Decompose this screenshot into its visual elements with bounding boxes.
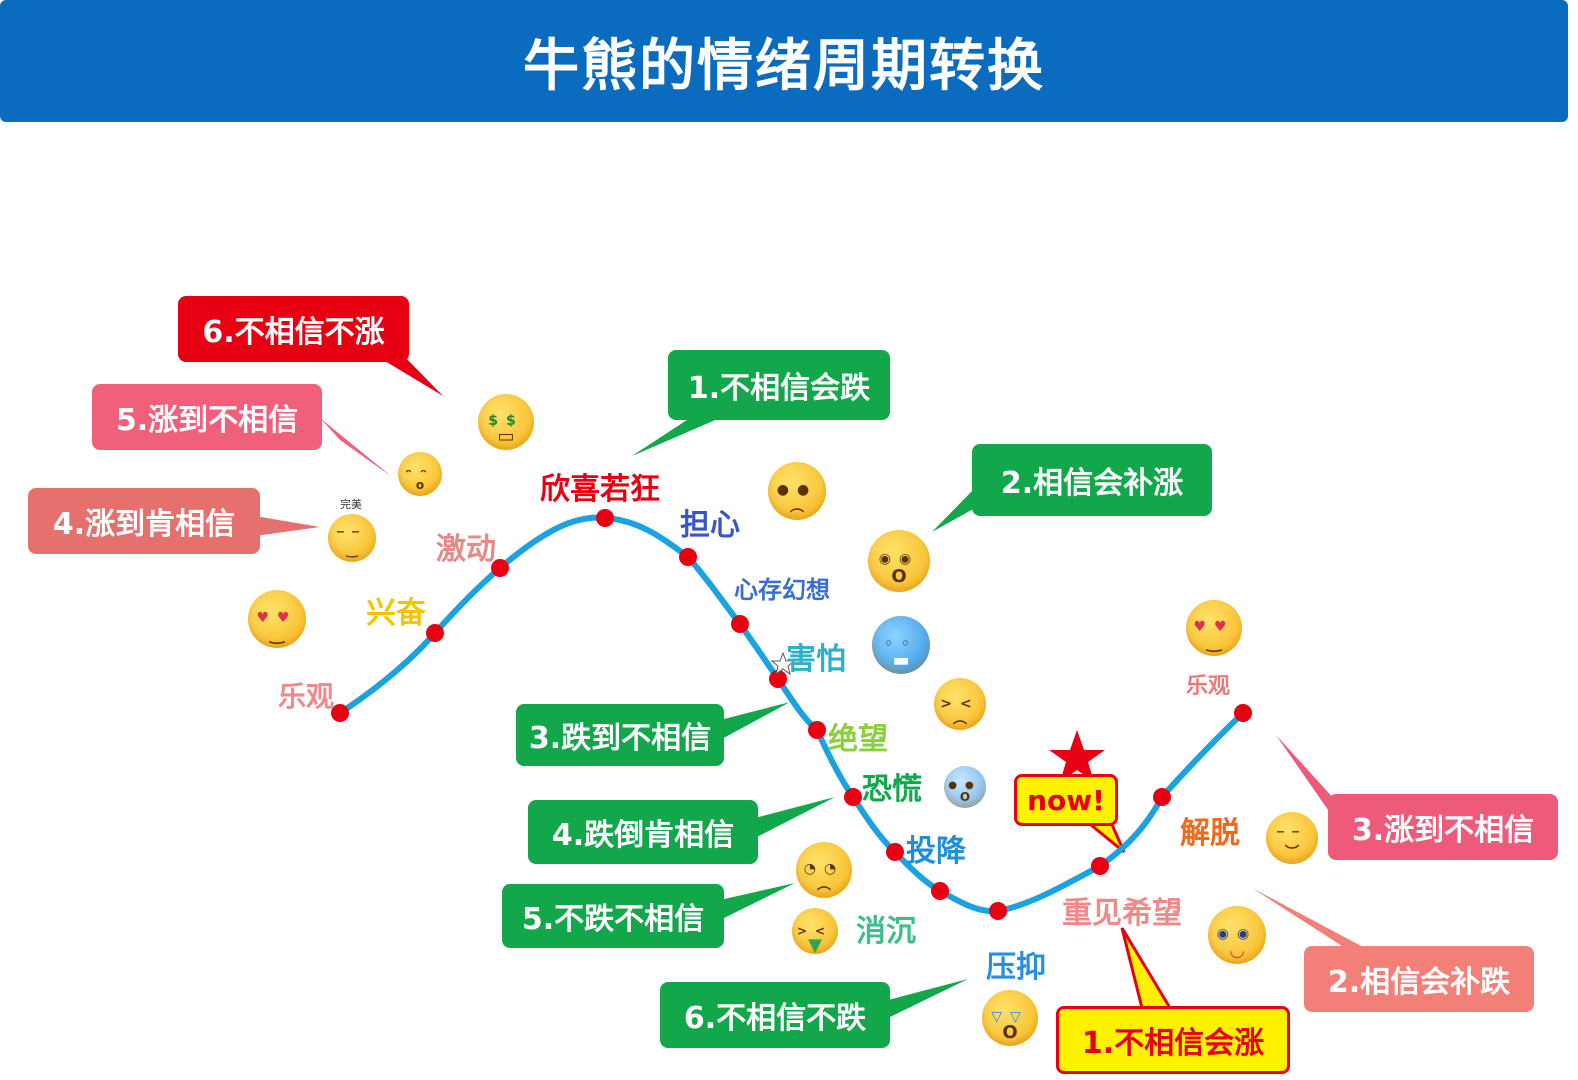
callout-pointer — [720, 702, 790, 740]
callout-bear-3: 3.跌到不相信 — [516, 704, 724, 766]
label-thrill: 激动 — [436, 532, 496, 567]
callout-bull-1: 1.不相信会跌 — [668, 350, 890, 420]
callout-text: 1.不相信会涨 — [1081, 1026, 1265, 1061]
curve-point — [1091, 857, 1109, 875]
callout-pointer — [255, 516, 320, 536]
callout-bull-5: 5.涨到不相信 — [92, 384, 322, 450]
small-star-icon — [770, 651, 796, 676]
callout-pointer — [320, 418, 392, 477]
callout-text: 6.不相信不涨 — [202, 315, 385, 350]
label-capitulation: 投降 — [906, 834, 966, 869]
label-desperation: 绝望 — [828, 722, 888, 757]
callout-text: 5.不跌不相信 — [521, 902, 705, 937]
curve-point — [886, 843, 904, 861]
callout-text: 5.涨到不相信 — [115, 403, 299, 438]
curve-point — [989, 902, 1007, 920]
callout-text: 2.相信会补跌 — [1327, 965, 1511, 1000]
callout-pointer — [888, 979, 968, 1018]
curve-point — [1234, 704, 1252, 722]
now-text: now! — [1027, 783, 1105, 817]
callout-pointer — [632, 418, 720, 456]
callout-right-1: 1.不相信会涨 — [1056, 1006, 1290, 1074]
curve-points — [331, 509, 1252, 920]
love-face-right-icon: ♥♥‿ — [1186, 600, 1242, 656]
crying-face-icon: ▽▽O — [982, 990, 1038, 1046]
curve-point — [331, 704, 349, 722]
callout-text: 4.涨到肯相信 — [52, 507, 236, 542]
callout-text: 3.涨到不相信 — [1351, 813, 1535, 848]
callout-text: 6.不相信不跌 — [683, 1001, 867, 1036]
star-eyes-face-icon: ◉◉◡ — [1208, 906, 1266, 964]
callout-bear-5: 5.不跌不相信 — [502, 884, 724, 948]
callout-pointer — [932, 488, 975, 532]
curve-point — [844, 788, 862, 806]
label-panic: 恐慌 — [862, 772, 922, 807]
curve-point — [731, 615, 749, 633]
callout-pointer — [755, 797, 835, 838]
curve-point — [808, 721, 826, 739]
pleading-face-icon: ●●︵ — [768, 462, 826, 520]
page-title: 牛熊的情绪周期转换 — [523, 33, 1045, 99]
callout-pointer — [370, 352, 443, 396]
curve-point — [596, 509, 614, 527]
callout-bull-6: 6.不相信不涨 — [178, 296, 409, 362]
label-optimism-right: 乐观 — [1186, 674, 1231, 699]
money-face-icon: $$▭ — [478, 394, 534, 450]
callout-text: 4.跌倒肯相信 — [551, 818, 735, 853]
label-optimism-left: 乐观 — [278, 680, 335, 713]
white-flag-face-icon: ◔◔︵ — [796, 842, 852, 898]
callout-bull-2: 2.相信会补涨 — [972, 444, 1212, 516]
red-star-icon — [1049, 730, 1105, 782]
curve-point — [769, 670, 787, 688]
callout-pointer — [1276, 735, 1335, 820]
callout-pointer — [1252, 888, 1365, 948]
callout-pointer — [720, 883, 795, 920]
title-bar: 牛熊的情绪周期转换 — [0, 0, 1568, 122]
label-denial: 心存幻想 — [734, 576, 830, 604]
callout-pointer — [1120, 927, 1173, 1010]
now-callout: now! — [1014, 774, 1118, 826]
label-anxiety: 担心 — [680, 508, 740, 543]
callout-right-3: 3.涨到不相信 — [1328, 794, 1558, 860]
callout-text: 3.跌到不相信 — [528, 721, 712, 756]
label-hope: 重见希望 — [1062, 896, 1182, 931]
pray-face-icon: ‾‾︶ — [1266, 812, 1318, 864]
curve-point — [426, 624, 444, 642]
weary-face-icon: ><︵ — [934, 678, 986, 730]
curve-point — [679, 548, 697, 566]
label-relief: 解脱 — [1180, 816, 1240, 851]
perfect-caption: 完美 — [340, 498, 362, 511]
smug-face-icon: ‾‾‿ — [328, 514, 376, 562]
label-euphoria: 欣喜若狂 — [540, 472, 660, 507]
label-despondency: 消沉 — [856, 914, 916, 949]
curve-point — [491, 559, 509, 577]
callout-bear-6: 6.不相信不跌 — [660, 982, 890, 1048]
cold-face-icon: ◦◦▬ — [872, 616, 930, 674]
callout-bear-4: 4.跌倒肯相信 — [528, 800, 758, 864]
label-depression: 压抑 — [986, 950, 1046, 985]
callout-right-2: 2.相信会补跌 — [1304, 946, 1534, 1012]
curve-point — [1153, 788, 1171, 806]
callout-bull-4: 4.涨到肯相信 — [28, 488, 260, 554]
callout-text: 1.不相信会跌 — [687, 371, 871, 406]
label-fear: 害怕 — [786, 642, 846, 677]
love-face-icon: ♥♥‿ — [248, 590, 306, 648]
label-excitement: 兴奋 — [366, 596, 426, 631]
scream-face-icon: ●●O — [944, 766, 986, 808]
curve-point — [931, 882, 949, 900]
vomit-face-icon: ><▼ — [792, 908, 838, 956]
callout-text: 2.相信会补涨 — [1000, 466, 1184, 501]
shocked-face-icon: ◉◉O — [868, 530, 930, 592]
